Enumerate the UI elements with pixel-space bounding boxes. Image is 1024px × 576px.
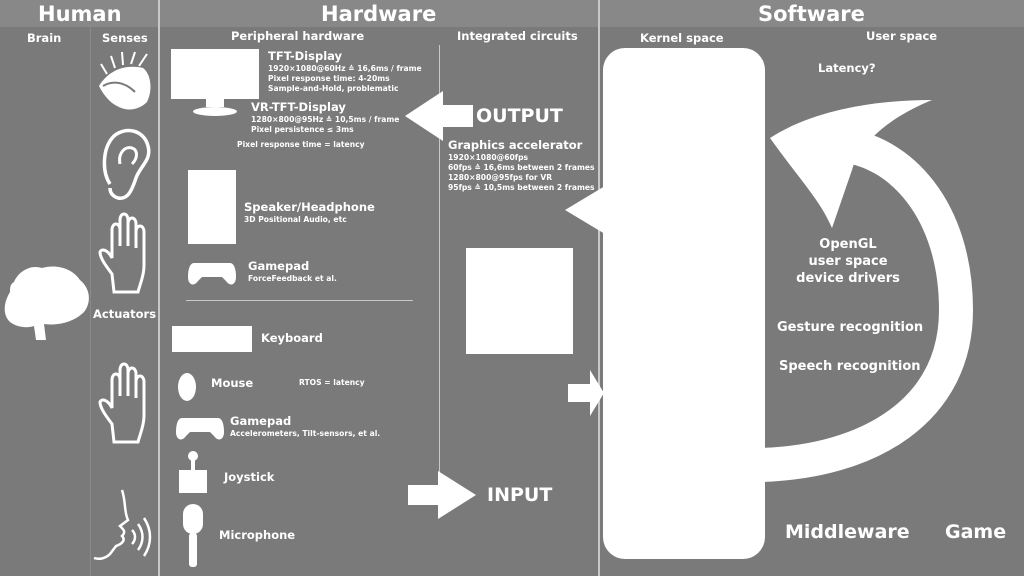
vr-title: VR-TFT-Display — [251, 100, 346, 114]
mouse-icon — [178, 373, 196, 401]
graphics-chip — [466, 248, 573, 354]
hardware-inner-divider — [439, 45, 440, 485]
joystick-label: Joystick — [224, 470, 275, 484]
output-arrow — [405, 91, 473, 141]
gesture-recognition: Gesture recognition — [777, 320, 924, 335]
mouth-speaking-icon — [93, 489, 152, 561]
column-divider-left — [158, 0, 160, 576]
brain-senses-divider — [90, 27, 91, 576]
graphics-line3: 1280×800@95fps for VR — [448, 173, 553, 182]
keyboard-icon — [172, 326, 252, 352]
column-peripheral: Peripheral hardware — [231, 29, 365, 43]
speaker-sub: 3D Positional Audio, etc — [244, 215, 347, 224]
tft-display-base — [193, 107, 237, 116]
vr-line2: Pixel persistence ≤ 3ms — [251, 125, 354, 134]
graphics-line4: 95fps ≙ 10,5ms between 2 frames — [448, 183, 595, 192]
ear-icon — [102, 128, 151, 200]
gamepad-output-sub: ForceFeedback et al. — [248, 274, 337, 283]
output-label: OUTPUT — [476, 105, 563, 127]
game-label: Game — [945, 521, 1007, 543]
graphics-title: Graphics accelerator — [448, 138, 583, 152]
speaker-icon — [188, 170, 236, 244]
keyboard-label: Keyboard — [261, 331, 323, 345]
tft-display-stand — [206, 99, 224, 107]
mouse-label: Mouse — [211, 376, 254, 390]
gamepad-output-title: Gamepad — [248, 259, 310, 273]
speech-recognition: Speech recognition — [779, 359, 921, 374]
header-band — [0, 0, 1024, 27]
section-hardware: Hardware — [321, 2, 437, 26]
column-actuators: Actuators — [93, 307, 157, 321]
column-brain: Brain — [27, 31, 62, 45]
input-to-software-arrow — [568, 370, 604, 416]
output-input-separator — [186, 300, 413, 301]
column-divider-right — [598, 0, 600, 576]
input-label: INPUT — [487, 484, 553, 506]
column-senses: Senses — [102, 31, 148, 45]
joystick-icon — [179, 451, 207, 493]
microphone-label: Microphone — [219, 528, 296, 542]
user-space-loop-arrow — [760, 100, 974, 482]
speaker-title: Speaker/Headphone — [244, 200, 375, 214]
gamepad-input-title: Gamepad — [230, 414, 292, 428]
microphone-icon — [183, 504, 203, 567]
graphics-line1: 1920×1080@60fps — [448, 153, 529, 162]
section-software: Software — [758, 2, 865, 26]
tft-line2: Pixel response time: 4-20ms — [268, 74, 390, 83]
software-to-gpu-arrow — [565, 186, 605, 234]
kernel-block — [603, 48, 765, 559]
input-arrow — [408, 471, 476, 519]
gamepad-input-icon — [176, 418, 224, 440]
tft-line3: Sample-and-Hold, problematic — [268, 84, 399, 93]
vr-line1: 1280×800@95Hz ≙ 10,5ms / frame — [251, 115, 400, 124]
brain-icon — [4, 266, 89, 340]
graphics-line2: 60fps ≙ 16,6ms between 2 frames — [448, 163, 595, 172]
rtos-note: RTOS = latency — [299, 378, 365, 387]
column-user: User space — [866, 29, 938, 43]
pixel-response-note: Pixel response time = latency — [237, 140, 365, 149]
opengl-line3-text: device drivers — [796, 270, 900, 286]
column-kernel: Kernel space — [640, 31, 724, 45]
latency-question: Latency? — [818, 61, 876, 75]
gamepad-input-sub: Accelerometers, Tilt-sensors, et al. — [230, 429, 381, 438]
hand-touch-icon — [98, 212, 146, 294]
tft-title: TFT-Display — [268, 49, 343, 63]
column-integrated: Integrated circuits — [457, 29, 578, 43]
eye-icon — [99, 51, 151, 110]
gamepad-output-icon — [188, 263, 236, 285]
hand-actuator-icon — [98, 362, 146, 444]
middleware-label: Middleware — [785, 521, 910, 543]
opengl-line2-text: user space — [808, 253, 888, 269]
tft-line1: 1920×1080@60Hz ≙ 16,6ms / frame — [268, 64, 422, 73]
tft-display-screen — [171, 49, 259, 99]
section-human: Human — [38, 2, 122, 26]
opengl-drivers-block: OpenGL user space device drivers — [786, 237, 910, 288]
opengl-line1-text: OpenGL — [819, 237, 877, 252]
